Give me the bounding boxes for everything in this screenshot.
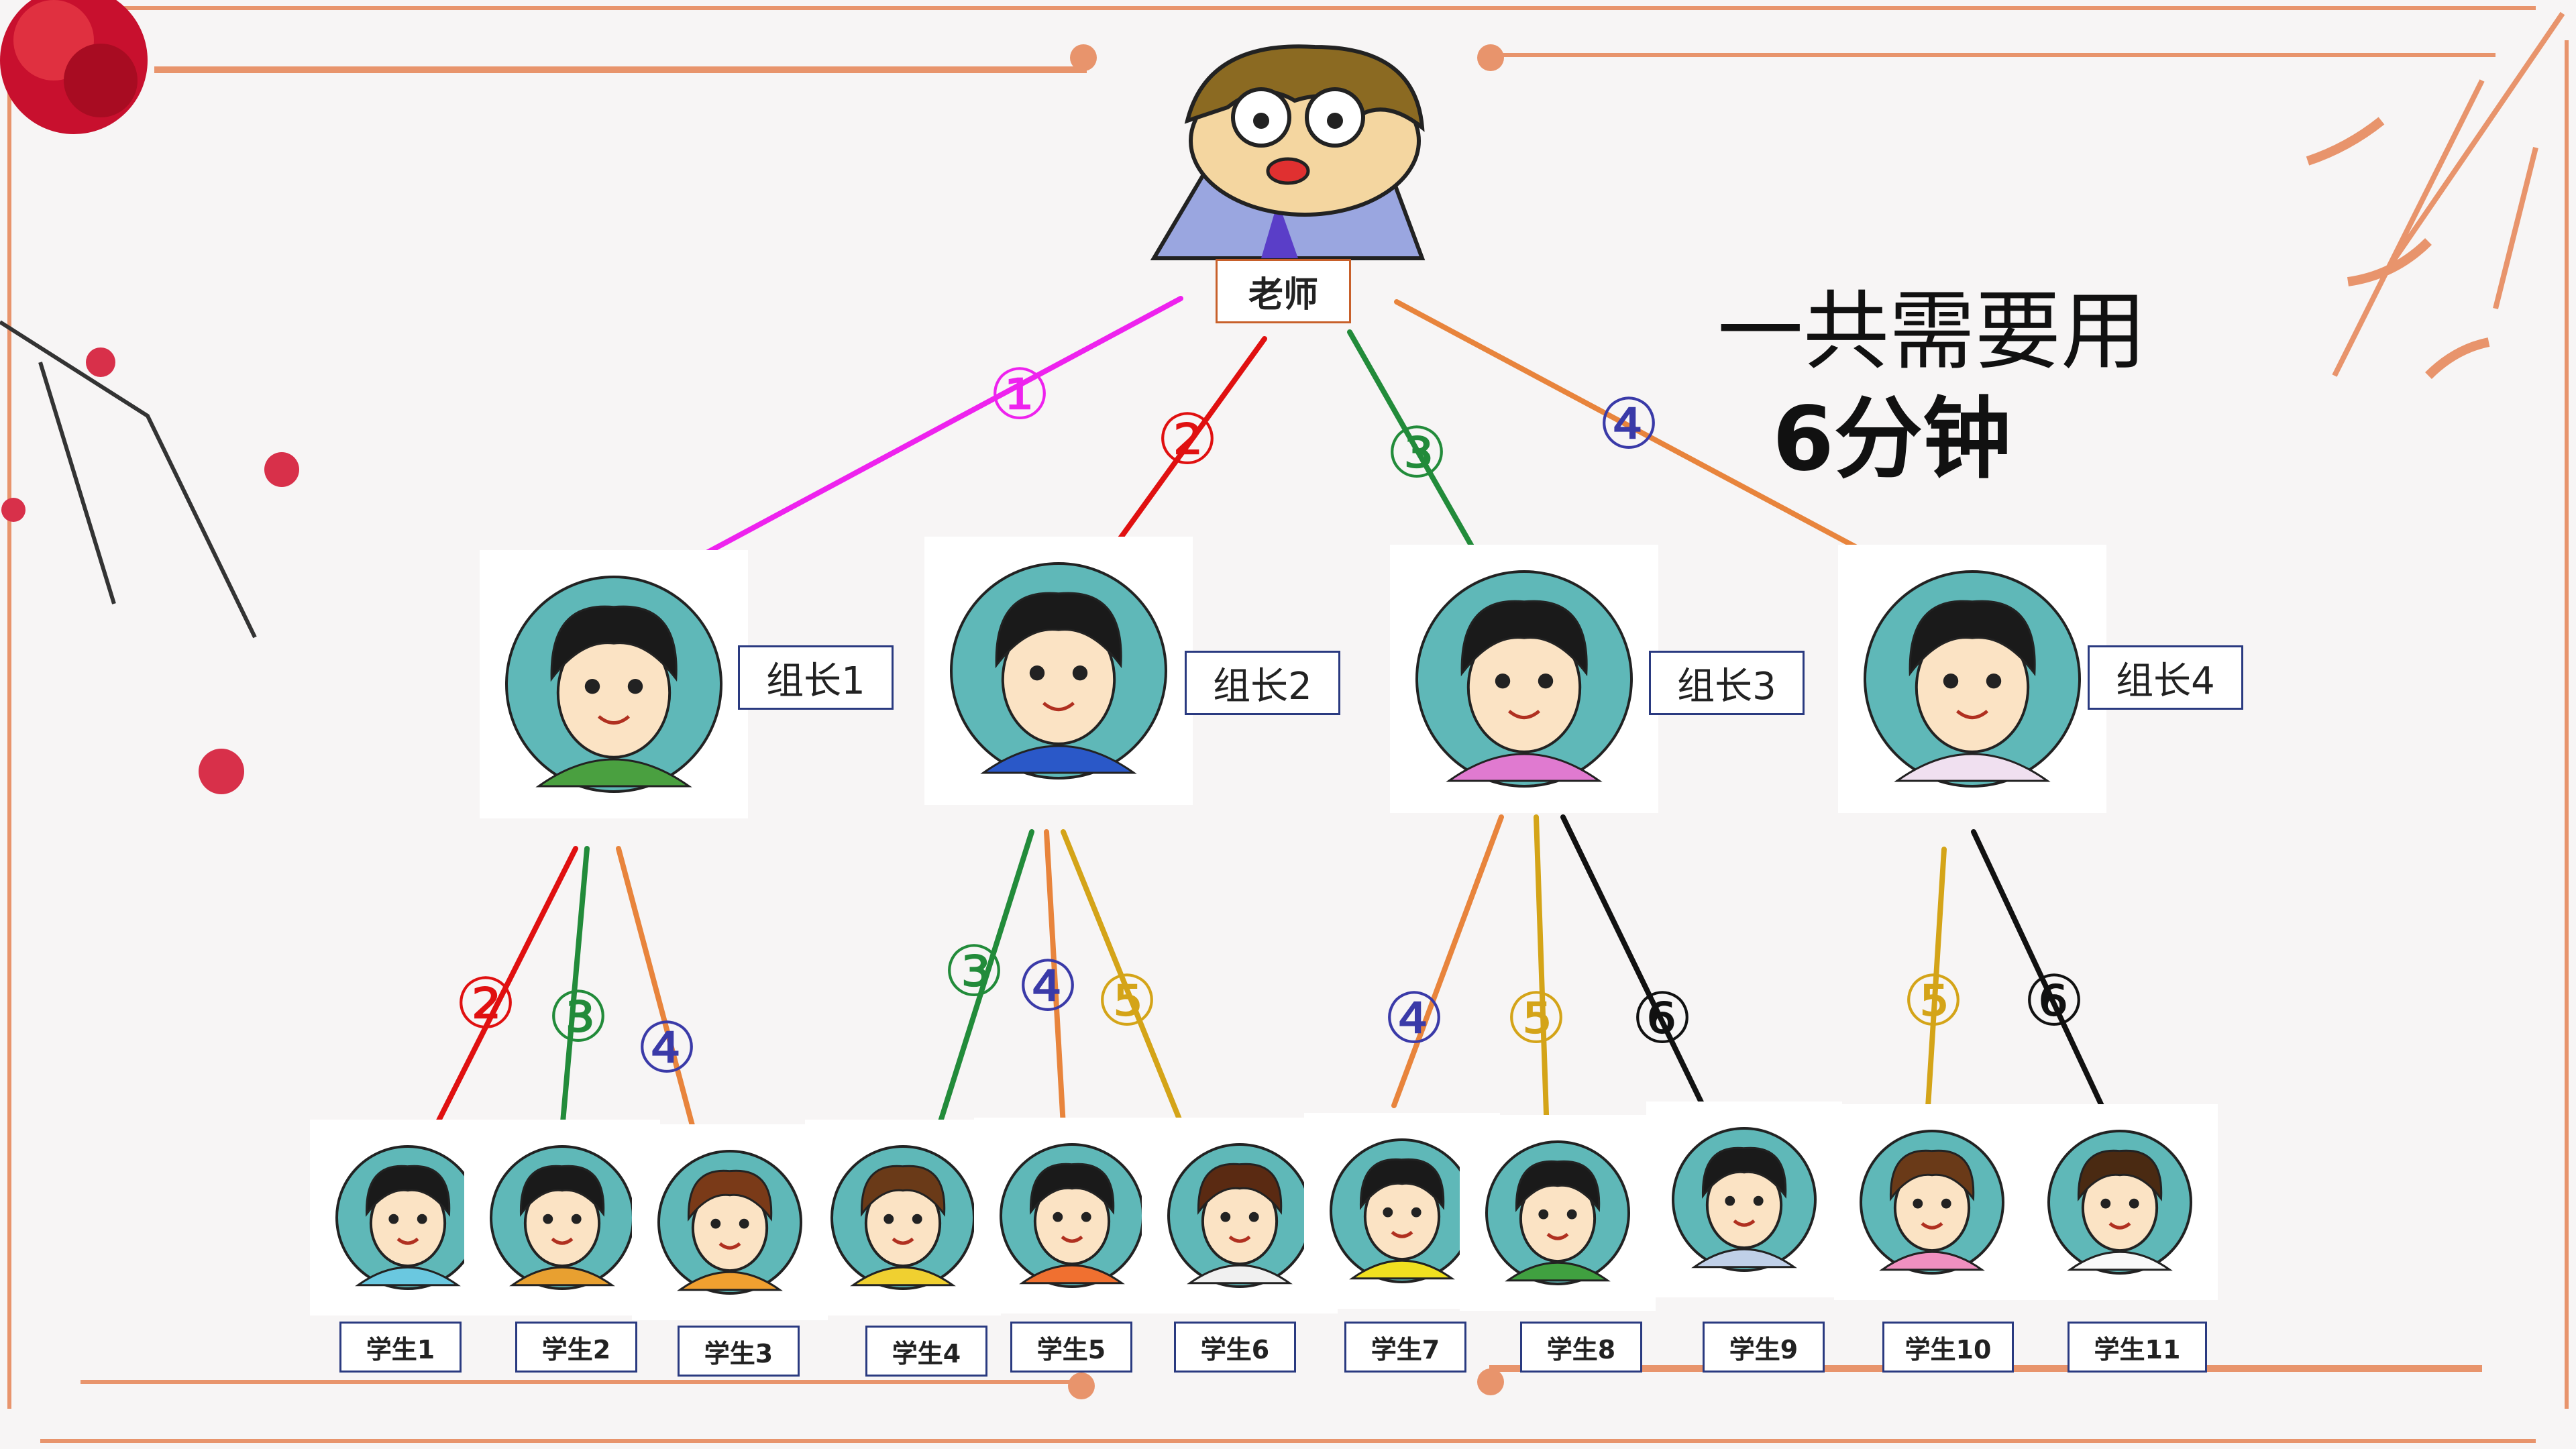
leader-label-4: 组长4 xyxy=(2088,645,2243,710)
leader-label-3: 组长3 xyxy=(1649,651,1805,715)
step-marker-2: ② xyxy=(1156,398,1218,480)
leader-avatar-2 xyxy=(924,537,1193,805)
connection-line-4 xyxy=(1394,299,1915,580)
leader-label-2: 组长2 xyxy=(1185,651,1340,715)
step-marker-15: ⑥ xyxy=(2023,960,2085,1042)
student-label-3: 学生3 xyxy=(678,1326,800,1377)
connection-line-2 xyxy=(1104,336,1267,559)
leader-label-1: 组长1 xyxy=(738,645,894,710)
connection-line-10 xyxy=(1061,829,1185,1128)
teacher-avatar xyxy=(1150,44,1426,260)
connection-line-1 xyxy=(661,296,1183,578)
connection-line-7 xyxy=(616,846,699,1143)
student-avatar-9 xyxy=(1646,1102,1842,1297)
student-label-7: 学生7 xyxy=(1344,1322,1466,1373)
decorative-frame xyxy=(7,6,2569,1443)
student-avatar-8 xyxy=(1460,1115,1656,1311)
student-avatar-3 xyxy=(632,1124,828,1320)
step-marker-13: ⑥ xyxy=(1631,977,1693,1059)
summary-line-1: 一共需要用 xyxy=(1717,282,2147,382)
step-marker-1: ① xyxy=(988,354,1051,435)
student-avatar-11 xyxy=(2022,1104,2218,1300)
connection-lines xyxy=(420,296,2113,1155)
connection-line-11 xyxy=(1391,814,1504,1108)
summary-line-2: 6分钟 xyxy=(1772,388,2011,491)
student-label-8: 学生8 xyxy=(1520,1322,1642,1373)
leader-avatar-3 xyxy=(1390,545,1658,813)
flower-decoration-icon xyxy=(0,0,299,794)
avatar-group xyxy=(310,537,2218,1320)
connection-line-5 xyxy=(420,846,578,1155)
connection-line-3 xyxy=(1347,329,1492,580)
step-marker-4: ④ xyxy=(1597,383,1660,465)
step-marker-8: ③ xyxy=(943,930,1005,1012)
student-label-4: 学生4 xyxy=(865,1326,987,1377)
bamboo-decoration-icon xyxy=(2306,11,2565,379)
step-marker-9: ④ xyxy=(1016,945,1079,1027)
step-marker-6: ③ xyxy=(547,976,609,1058)
leader-avatar-4 xyxy=(1838,545,2106,813)
student-label-2: 学生2 xyxy=(515,1322,637,1373)
student-avatar-5 xyxy=(974,1118,1170,1313)
student-label-1: 学生1 xyxy=(339,1322,462,1373)
step-marker-12: ⑤ xyxy=(1505,977,1567,1059)
student-label-6: 学生6 xyxy=(1174,1322,1296,1373)
student-label-10: 学生10 xyxy=(1882,1322,2014,1373)
connection-line-13 xyxy=(1560,814,1715,1127)
connection-line-14 xyxy=(1925,847,1947,1110)
student-avatar-2 xyxy=(464,1120,660,1316)
student-label-5: 学生5 xyxy=(1010,1322,1132,1373)
step-marker-7: ④ xyxy=(635,1007,698,1089)
connection-line-8 xyxy=(936,829,1034,1128)
connection-line-9 xyxy=(1044,829,1066,1128)
summary-text: 一共需要用 6分钟 xyxy=(1697,282,2167,496)
student-avatar-10 xyxy=(1834,1104,2030,1300)
student-avatar-4 xyxy=(805,1120,1001,1316)
student-label-11: 学生11 xyxy=(2068,1322,2207,1373)
step-marker-11: ④ xyxy=(1383,977,1445,1059)
step-marker-10: ⑤ xyxy=(1095,960,1158,1042)
teacher-label: 老师 xyxy=(1216,259,1351,323)
step-marker-3: ③ xyxy=(1385,412,1448,494)
connection-line-6 xyxy=(557,846,590,1155)
connection-line-15 xyxy=(1971,829,2113,1127)
step-marker-14: ⑤ xyxy=(1902,960,1964,1042)
connection-line-12 xyxy=(1534,814,1550,1136)
student-label-9: 学生9 xyxy=(1703,1322,1825,1373)
leader-avatar-1 xyxy=(480,550,748,818)
step-marker-5: ② xyxy=(454,963,517,1044)
